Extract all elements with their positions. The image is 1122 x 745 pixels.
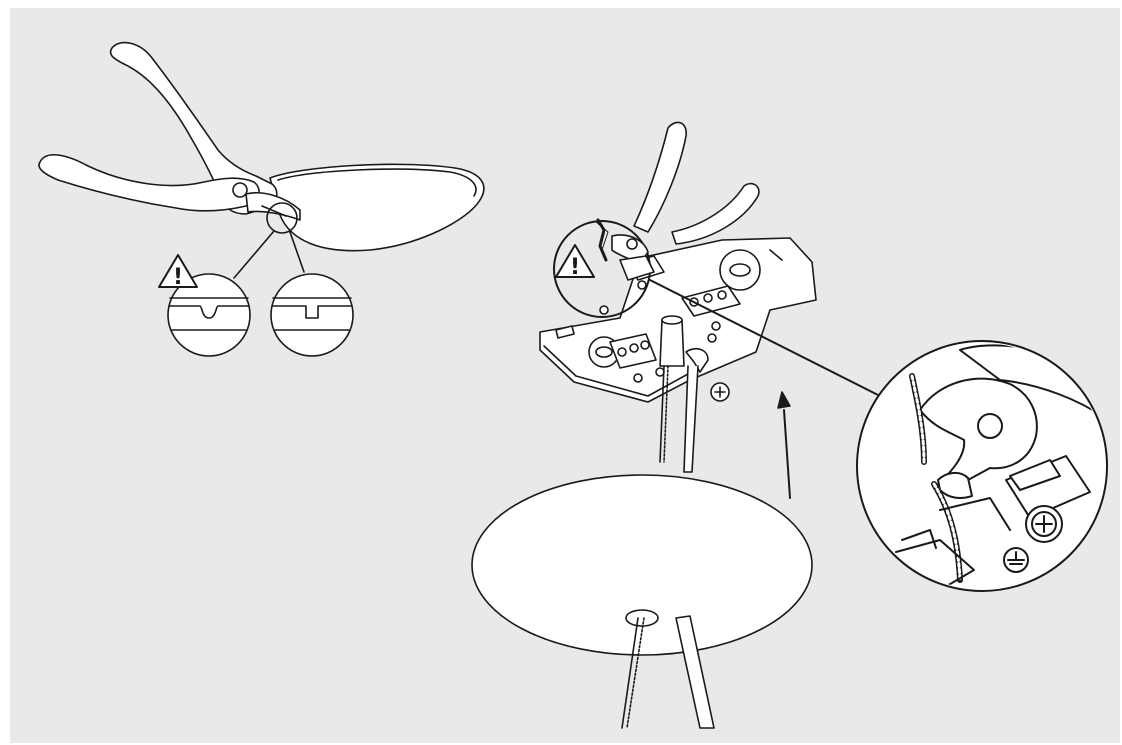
push-up-arrow-icon	[777, 391, 791, 499]
svg-text:!: !	[173, 265, 183, 290]
warning-icon-2: !	[555, 244, 595, 280]
svg-text:!: !	[570, 255, 580, 280]
detail-wrong-notch	[167, 273, 251, 357]
cable-icon	[659, 315, 709, 473]
left-scene: !	[38, 41, 485, 357]
detail-wire-cut	[856, 340, 1108, 592]
detail-correct-notch	[270, 273, 354, 357]
screws	[599, 280, 730, 402]
terminal-block-lower	[609, 333, 657, 369]
dome-shade	[269, 163, 485, 252]
pliers-handles	[633, 121, 760, 245]
right-scene: !	[471, 121, 881, 729]
notch-magnifier-ring	[266, 202, 298, 234]
warning-icon: !	[158, 254, 198, 290]
ceiling-canopy-icon	[471, 474, 813, 729]
